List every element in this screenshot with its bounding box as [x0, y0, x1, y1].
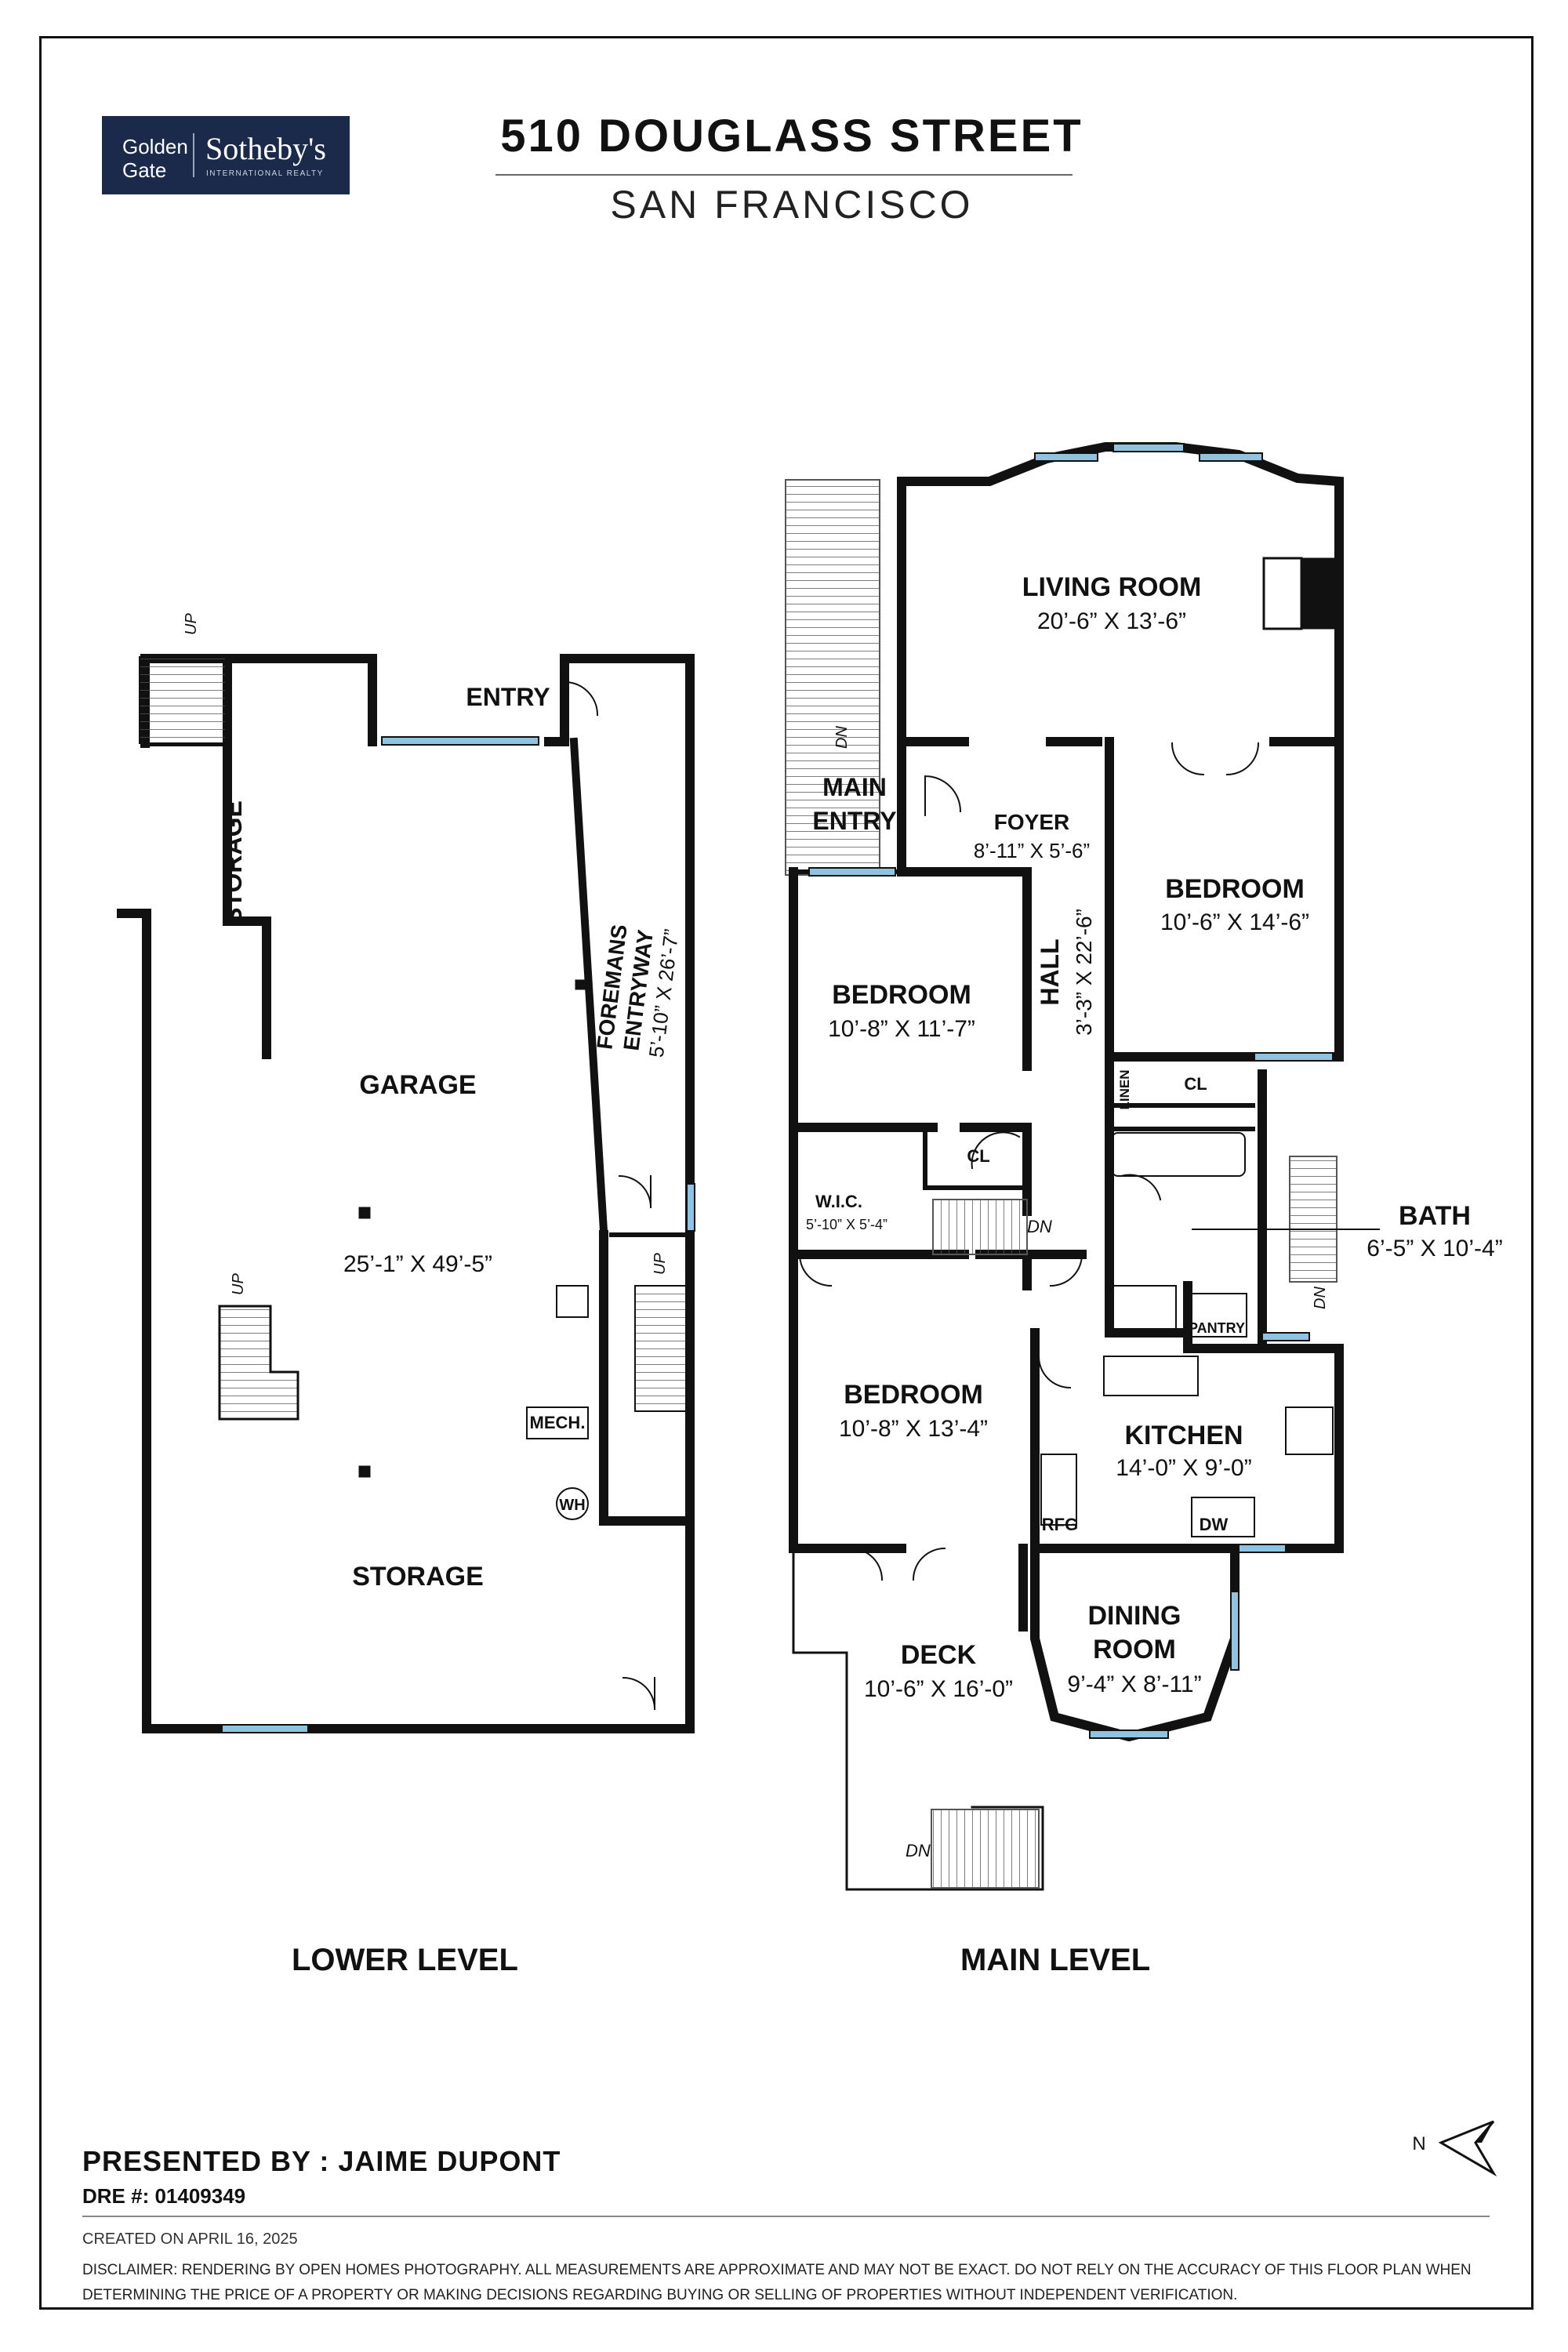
room-label-wic: W.I.C.: [815, 1192, 862, 1211]
room-label-storage: STORAGE: [352, 1562, 484, 1592]
title-divider: [495, 174, 1073, 176]
page-title: 510 DOUGLASS STREET: [500, 111, 1083, 162]
room-label-deck: DECK: [901, 1640, 977, 1670]
footer-divider: [82, 2216, 1490, 2217]
disclaimer: DISCLAIMER: RENDERING BY OPEN HOMES PHOT…: [82, 2262, 1472, 2303]
label-dishwasher: DW: [1200, 1515, 1229, 1534]
main-level-labels: LIVING ROOM 20’-6” X 13’-6” FP MAIN ENTR…: [806, 572, 1503, 1860]
room-label-foyer: FOYER: [994, 810, 1069, 834]
room-label-garage: GARAGE: [359, 1070, 476, 1100]
north-label: N: [1412, 2133, 1425, 2154]
room-dims-bedroom-left: 10’-8” X 13’-4”: [839, 1416, 988, 1442]
stair-label-dn-entry: DN: [833, 726, 851, 749]
room-label-kitchen: KITCHEN: [1124, 1421, 1243, 1450]
room-label-bedroom-left: BEDROOM: [844, 1380, 983, 1410]
room-dims-foyer: 8’-11” X 5’-6”: [974, 839, 1090, 862]
room-label-bedroom-right: BEDROOM: [1165, 874, 1305, 904]
room-label-living: LIVING ROOM: [1022, 572, 1202, 602]
room-dims-deck: 10’-6” X 16’-0”: [864, 1676, 1013, 1702]
presented-by: PRESENTED BY : JAIME DUPONT: [82, 2145, 561, 2177]
room-label-bedroom-middle: BEDROOM: [832, 980, 971, 1010]
stair-label-up-top: UP: [183, 613, 200, 635]
main-level-label: MAIN LEVEL: [960, 1943, 1151, 1977]
room-label-bath: BATH: [1399, 1201, 1471, 1231]
room-label-entry: ENTRY: [466, 683, 550, 711]
room-label-dining-1: DINING: [1088, 1601, 1181, 1631]
north-arrow-icon: N: [1412, 2120, 1497, 2177]
label-linen: LINEN: [1117, 1070, 1132, 1110]
label-closet-right: CL: [1184, 1074, 1207, 1094]
room-label-storage-side: STORAGE: [219, 800, 247, 924]
room-dims-hall: 3’-3” X 22’-6”: [1072, 909, 1096, 1036]
label-refrigerator: RFG: [1042, 1515, 1078, 1534]
lower-level-plan: [117, 654, 695, 1733]
stair-label-dn-deck: DN: [906, 1841, 931, 1860]
room-dims-living: 20’-6” X 13’-6”: [1037, 608, 1186, 634]
label-fireplace: FP: [1301, 608, 1321, 625]
room-dims-bath: 6’-5” X 10’-4”: [1367, 1236, 1502, 1261]
room-label-dining-2: ROOM: [1093, 1635, 1176, 1664]
room-label-hall: HALL: [1036, 938, 1064, 1005]
page-subtitle: SAN FRANCISCO: [610, 183, 974, 227]
stair-label-up-right: UP: [652, 1253, 669, 1275]
label-water-heater: WH: [559, 1497, 585, 1514]
room-dims-bedroom-middle: 10’-8” X 11’-7”: [828, 1016, 975, 1042]
stair-label-dn-bath: DN: [1312, 1287, 1329, 1309]
room-dims-dining: 9’-4” X 8’-11”: [1067, 1671, 1201, 1697]
stair-label-dn-wic: DN: [1027, 1217, 1052, 1236]
lower-level-label: LOWER LEVEL: [292, 1943, 518, 1977]
created-date: CREATED ON APRIL 16, 2025: [82, 2230, 298, 2248]
label-closet-left: CL: [967, 1146, 989, 1166]
room-dims-wic: 5’-10” X 5’-4”: [806, 1217, 887, 1232]
room-dims-bedroom-right: 10’-6” X 14’-6”: [1160, 909, 1309, 935]
label-pantry: PANTRY: [1189, 1320, 1245, 1336]
dre-number: DRE #: 01409349: [82, 2184, 246, 2208]
page-border: [39, 36, 1534, 2310]
room-dims-garage: 25’-1” X 49’-5”: [343, 1251, 492, 1277]
stair-label-up-inner: UP: [230, 1273, 247, 1295]
label-mech: MECH.: [530, 1413, 586, 1432]
room-label-main-entry-1: MAIN: [822, 773, 887, 801]
room-label-main-entry-2: ENTRY: [812, 807, 896, 835]
room-dims-kitchen: 14’-0” X 9’-0”: [1116, 1455, 1251, 1481]
main-level-plan: [785, 442, 1344, 1891]
